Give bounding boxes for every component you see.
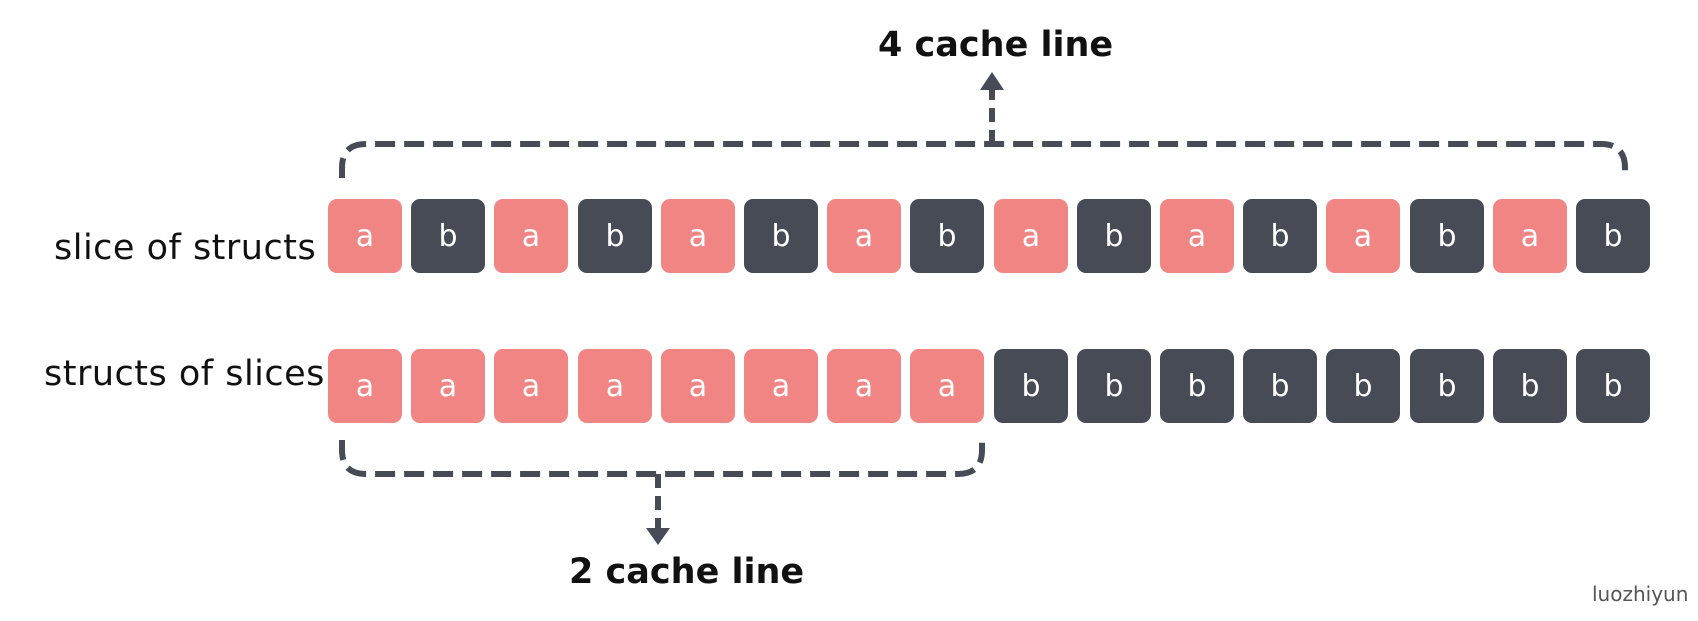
cell-a: a — [1160, 199, 1234, 273]
cell-a: a — [328, 349, 402, 423]
cell-b: b — [994, 349, 1068, 423]
cell-b: b — [1243, 199, 1317, 273]
cell-b: b — [1410, 199, 1484, 273]
cell-b: b — [1410, 349, 1484, 423]
cell-a: a — [661, 349, 735, 423]
cell-a: a — [744, 349, 818, 423]
cell-b: b — [1077, 199, 1151, 273]
row-label-structs-of-slices: structs of slices — [44, 354, 325, 394]
cell-b: b — [578, 199, 652, 273]
cell-a: a — [910, 349, 984, 423]
cell-a: a — [994, 199, 1068, 273]
cell-a: a — [494, 199, 568, 273]
bottom-bracket — [339, 440, 985, 477]
cell-b: b — [744, 199, 818, 273]
annotation-2-cache-line: 2 cache line — [569, 552, 805, 592]
cell-a: a — [494, 349, 568, 423]
cell-b: b — [1077, 349, 1151, 423]
cell-a: a — [578, 349, 652, 423]
watermark: luozhiyun — [1592, 582, 1689, 606]
cell-b: b — [1326, 349, 1400, 423]
annotation-4-cache-line: 4 cache line — [878, 25, 1114, 65]
cell-b: b — [910, 199, 984, 273]
cell-a: a — [328, 199, 402, 273]
bottom-arrow-head — [646, 528, 670, 545]
top-arrow-head — [980, 72, 1004, 90]
cell-b: b — [1160, 349, 1234, 423]
cell-a: a — [661, 199, 735, 273]
cell-b: b — [1493, 349, 1567, 423]
cell-b: b — [1243, 349, 1317, 423]
cell-a: a — [827, 349, 901, 423]
cell-a: a — [827, 199, 901, 273]
row-label-slice-of-structs: slice of structs — [54, 228, 317, 268]
cell-b: b — [1576, 349, 1650, 423]
cell-b: b — [411, 199, 485, 273]
cell-a: a — [1326, 199, 1400, 273]
cell-a: a — [411, 349, 485, 423]
cell-b: b — [1576, 199, 1650, 273]
cell-a: a — [1493, 199, 1567, 273]
top-bracket — [339, 141, 1628, 178]
